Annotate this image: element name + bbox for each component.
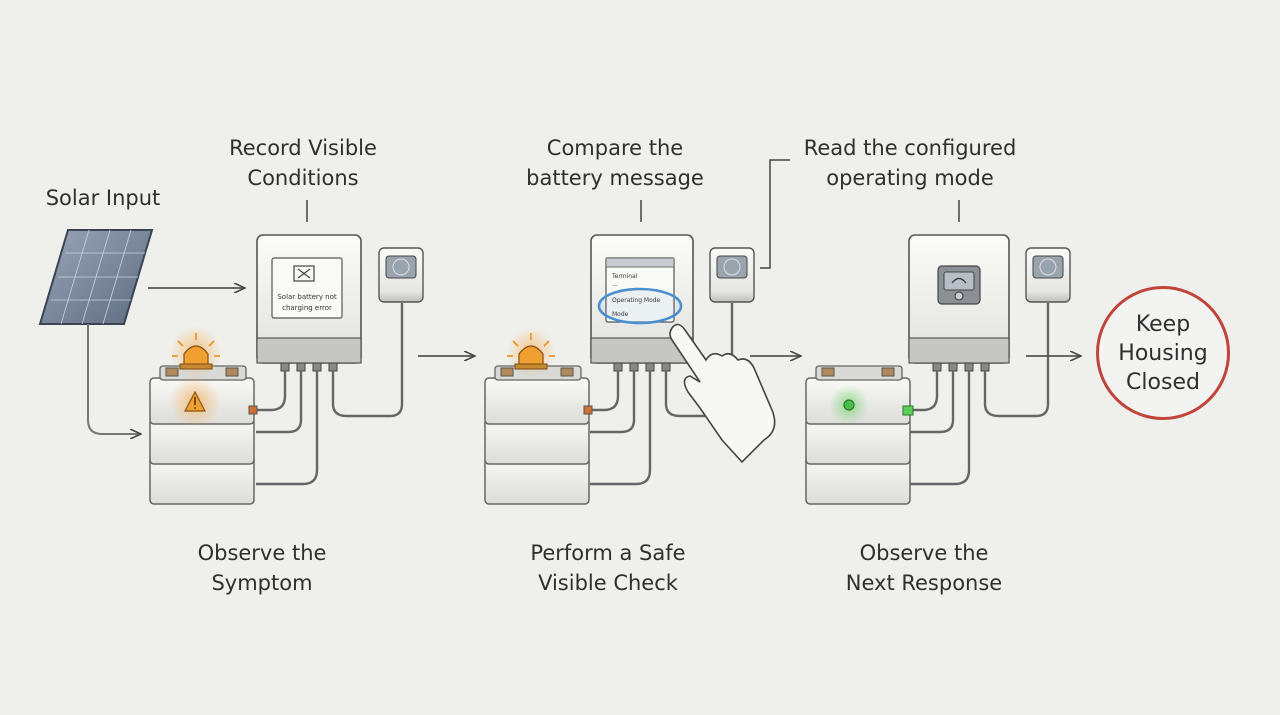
terminal-orange-2	[583, 405, 593, 415]
menu-item-3: Mode	[612, 311, 629, 318]
leader-line-3	[760, 159, 790, 269]
menu-item-1: Terminal	[611, 273, 638, 280]
label-next-response: Observe the Next Response	[845, 541, 1003, 595]
callout-line-1: Keep	[1135, 311, 1191, 337]
solar-to-battery-arrow	[87, 324, 140, 434]
cables-3	[910, 303, 1050, 486]
label-observe-symptom: Observe the Symptom	[197, 541, 327, 595]
error-line-1: Solar battery not	[277, 293, 337, 301]
label-read-operating-mode: Read the configured operating mode	[803, 136, 1017, 190]
warning-beacon-2	[507, 328, 555, 376]
battery-stack-3	[805, 365, 911, 505]
label-record-conditions: Record Visible Conditions	[229, 136, 377, 190]
terminal-green	[902, 405, 914, 416]
terminal-orange-1	[248, 405, 258, 415]
battery-stack-1	[149, 365, 255, 505]
callout-line-2: Housing	[1118, 340, 1208, 366]
battery-stack-2	[484, 365, 590, 505]
error-line-2: charging error	[282, 304, 332, 312]
label-safe-visible-check: Perform a Safe Visible Check	[530, 541, 686, 595]
label-solar-input: Solar Input	[45, 186, 161, 210]
inverter-2: Terminal ··· Operating Mode Mode	[590, 234, 694, 372]
inverter-3	[908, 234, 1010, 372]
highlight-ring	[597, 287, 683, 325]
cables-1	[256, 303, 404, 486]
ok-led	[843, 399, 855, 411]
error-screen	[271, 257, 343, 319]
menu-item-2: Operating Mode	[612, 297, 661, 304]
pointing-hand-icon	[669, 323, 776, 464]
wall-meter-1	[378, 247, 424, 303]
warning-beacon-1	[170, 326, 222, 378]
solar-panel	[38, 229, 154, 325]
wall-meter-3	[1025, 247, 1071, 303]
svg-text:···: ···	[612, 283, 618, 290]
keep-housing-closed-callout: Keep Housing Closed	[1096, 286, 1230, 420]
callout-line-3: Closed	[1126, 369, 1200, 395]
inverter-1: Solar battery not charging error	[256, 234, 362, 372]
label-compare-battery-message: Compare the battery message	[526, 136, 704, 190]
error-icon	[293, 265, 315, 282]
wall-meter-2	[709, 247, 755, 303]
